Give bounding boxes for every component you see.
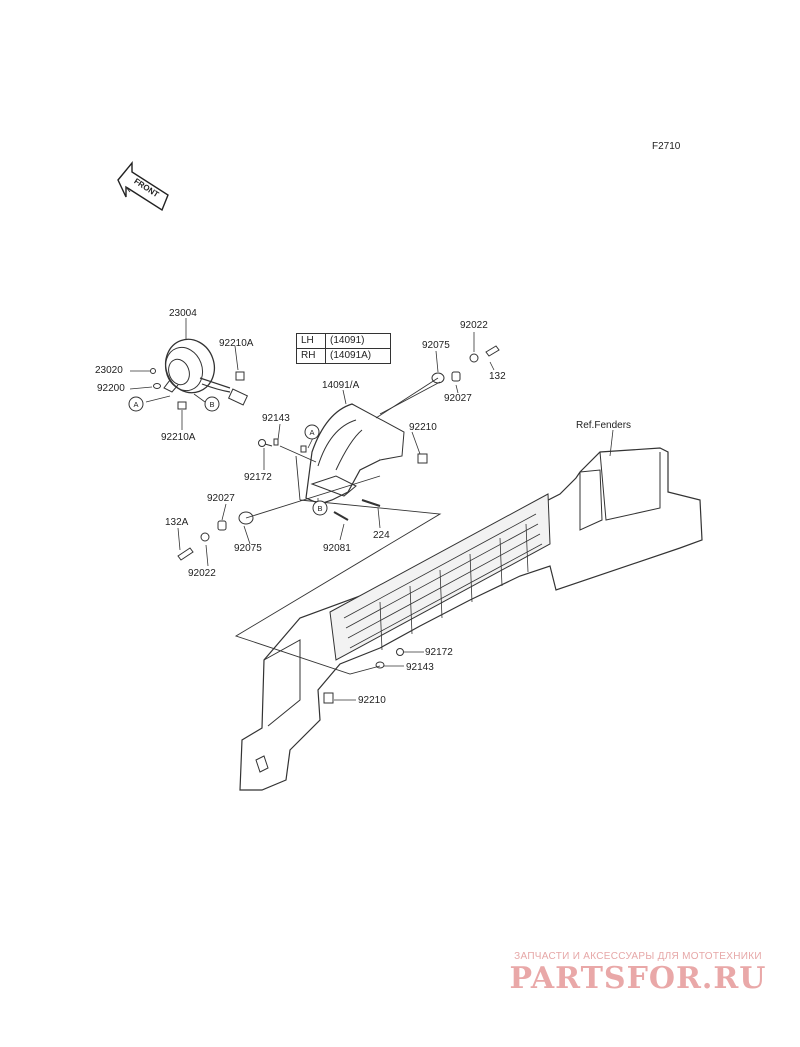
part-label: 92143: [262, 413, 290, 424]
part-label: 92210A: [219, 338, 254, 349]
callout-a-left: A: [133, 400, 138, 409]
part-label: 92027: [207, 493, 235, 504]
watermark-brand-a: PARTS: [509, 961, 627, 996]
part-label: 92022: [188, 568, 216, 579]
callout-circles: [128, 396, 328, 516]
part-label: 92200: [97, 383, 125, 394]
headlight-bracket: [300, 403, 428, 505]
part-label: 92210A: [161, 432, 196, 443]
front-arrow-icon: [117, 161, 169, 212]
phantom-lines: [234, 377, 442, 675]
watermark: ЗАПЧАСТИ И АКСЕССУАРЫ ДЛЯ МОТОТЕХНИКИ PA…: [488, 951, 788, 996]
part-label: 92210: [409, 422, 437, 433]
side-part-code: (14091A): [325, 348, 391, 364]
callout-a-right: A: [309, 428, 314, 437]
part-label: 14091/A: [322, 380, 360, 391]
side-part-code: (14091): [325, 333, 391, 349]
part-label: 92210: [358, 695, 386, 706]
table-row: RH (14091A): [296, 348, 391, 364]
watermark-brand: PARTSFOR.RU: [488, 962, 788, 996]
part-label: 132A: [165, 517, 189, 528]
part-label: 23004: [169, 308, 197, 319]
front-bumper-grille: [239, 447, 703, 791]
part-label: 132: [489, 371, 506, 382]
leader-lines: [129, 318, 614, 701]
side-label: RH: [296, 348, 326, 364]
part-label: 92172: [425, 647, 453, 658]
part-label: 92081: [323, 543, 351, 554]
part-label: 92172: [244, 472, 272, 483]
watermark-tagline: ЗАПЧАСТИ И АКСЕССУАРЫ ДЛЯ МОТОТЕХНИКИ: [514, 951, 762, 962]
watermark-brand-b: FOR.RU: [626, 961, 767, 996]
side-code-table: LH (14091) RH (14091A): [296, 333, 391, 364]
part-label: 92027: [444, 393, 472, 404]
part-label: 92143: [406, 662, 434, 673]
table-row: LH (14091): [296, 333, 391, 349]
part-label: 92022: [460, 320, 488, 331]
part-label: 92075: [422, 340, 450, 351]
part-label: 92075: [234, 543, 262, 554]
callout-b-left: B: [209, 400, 214, 409]
callout-b-right: B: [317, 504, 322, 513]
ref-fenders-label: Ref.Fenders: [576, 420, 632, 431]
headlight-unit: [150, 338, 249, 410]
figure-code: F2710: [652, 141, 681, 152]
part-label: 224: [373, 530, 390, 541]
side-label: LH: [296, 333, 326, 349]
part-label: 23020: [95, 365, 123, 376]
